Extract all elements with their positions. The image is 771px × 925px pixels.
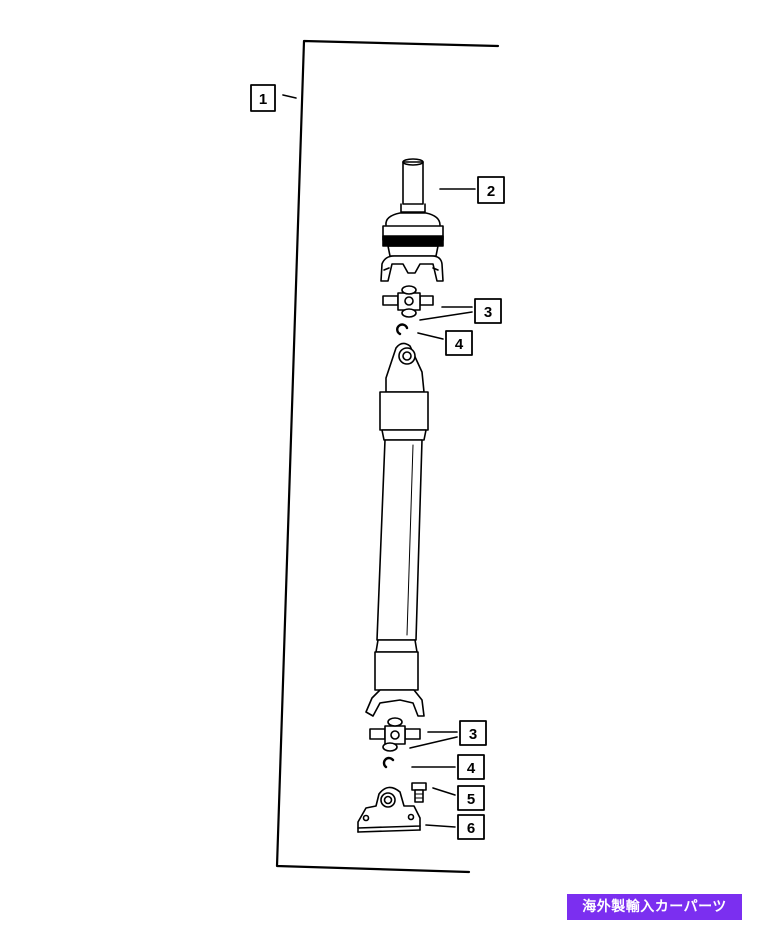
- driveshaft-tube: [365, 342, 429, 717]
- callout-4-upper: 4: [417, 330, 473, 356]
- upper-u-joint-cross: [382, 285, 434, 318]
- callout-1-label: 1: [259, 91, 267, 108]
- callout-1: 1: [250, 84, 276, 112]
- bearing-cap-part: [357, 786, 421, 833]
- callout-6: 6: [425, 814, 485, 840]
- callout-4-lower: 4: [411, 754, 485, 780]
- slip-yoke-part: [380, 158, 444, 282]
- upper-snap-ring: [396, 323, 409, 336]
- callout-3-upper-label: 3: [484, 304, 492, 321]
- lower-u-joint-cross: [369, 717, 421, 752]
- callout-6-label: 6: [467, 820, 475, 837]
- callout-3-lower-label: 3: [469, 726, 477, 743]
- callout-5: 5: [432, 785, 485, 811]
- watermark-badge: 海外製輸入カーパーツ: [567, 894, 742, 920]
- callout-5-label: 5: [467, 791, 475, 808]
- lower-snap-ring: [382, 756, 395, 769]
- callout-4-lower-label: 4: [467, 760, 476, 777]
- callout-4-upper-label: 4: [455, 336, 464, 353]
- assembly-bracket: [275, 39, 500, 874]
- callout-2: 2: [439, 176, 505, 204]
- callout-3-upper: 3: [419, 298, 502, 324]
- callout-2-label: 2: [487, 183, 495, 200]
- callout-3-lower: 3: [409, 720, 487, 749]
- bolt-part: [411, 782, 427, 803]
